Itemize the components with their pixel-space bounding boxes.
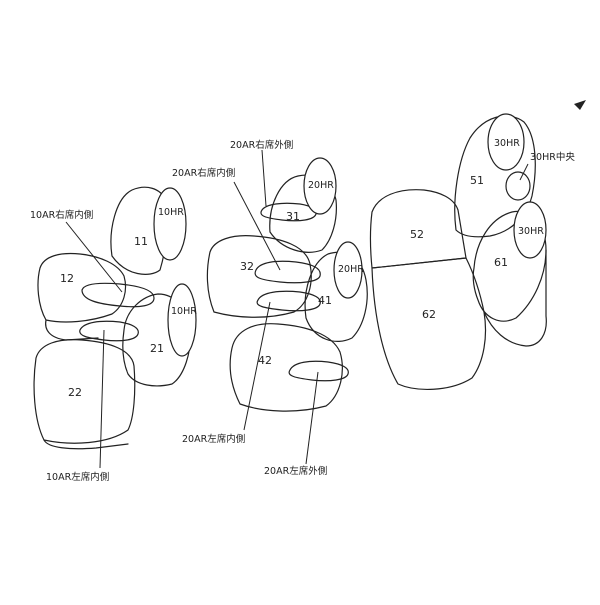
armrest-10ar-left-inner (79, 320, 139, 342)
seat-label-61: 61 (494, 256, 508, 269)
seat-group-row2 (206, 157, 368, 412)
hr-label-20hr-bottom: 20HR (338, 264, 364, 275)
seat-41-backrest (304, 251, 368, 342)
hr-label-20hr-top: 20HR (308, 180, 334, 191)
callout-10ar-right-inner: 10AR右席内側 (30, 209, 93, 221)
headrest-30hr-bottom (513, 201, 547, 259)
seat-42-cushion (229, 323, 343, 412)
leader-20ar-right-outer (261, 149, 267, 207)
leader-lines (65, 149, 529, 469)
hr-label-30hr-top: 30HR (494, 138, 520, 149)
seat-label-22: 22 (68, 386, 82, 399)
armrest-20ar-right-inner (254, 260, 321, 284)
armrest-20ar-left-inner (256, 290, 321, 312)
seat-32-cushion (206, 235, 312, 318)
leader-20ar-left-outer (305, 371, 319, 465)
callout-20ar-left-outer: 20AR左席外側 (264, 465, 327, 477)
leader-20ar-left-inner (243, 301, 271, 431)
armrest-20ar-left-outer (288, 360, 349, 382)
seat-group-row1 (33, 186, 197, 450)
seat-31-backrest (269, 174, 337, 253)
seat-label-42: 42 (258, 354, 272, 367)
seat-label-41: 41 (318, 294, 332, 307)
seat-label-21: 21 (150, 342, 164, 355)
headrest-30hr-center (505, 171, 531, 201)
seat-label-62: 62 (422, 308, 436, 321)
seat-number-labels: 11 12 21 22 31 32 41 42 51 52 61 62 (60, 174, 508, 399)
seat-label-52: 52 (410, 228, 424, 241)
armrest-10ar-right-inner (81, 282, 155, 308)
leader-10ar-left-inner (99, 329, 105, 469)
callout-10ar-left-inner: 10AR左席内側 (46, 471, 109, 483)
seat-62-cushion (371, 257, 487, 390)
hr-label-10hr-bottom: 10HR (171, 306, 197, 317)
seat-22-front (43, 439, 129, 450)
armrest-20ar-right-outer (260, 202, 317, 222)
seat-label-11: 11 (134, 235, 148, 248)
seat-52-back (369, 189, 467, 269)
seat-label-31: 31 (286, 210, 300, 223)
callout-20ar-left-inner: 20AR左席内側 (182, 433, 245, 445)
leader-30hr-center (519, 163, 529, 181)
seat-61-cushion-edge (483, 249, 547, 347)
headrest-labels: 10HR 10HR 20HR 20HR 30HR 30HR (158, 138, 544, 317)
corner-arrow-icon (574, 100, 586, 110)
seat-label-32: 32 (240, 260, 254, 273)
hr-label-10hr-top: 10HR (158, 207, 184, 218)
callout-20ar-right-outer: 20AR右席外側 (230, 139, 293, 151)
seat-21-backrest (122, 293, 191, 387)
headrest-20hr-top (303, 157, 337, 215)
leader-10ar-right-inner (65, 221, 123, 293)
seat-51-backrest (454, 115, 536, 238)
seat-61-backrest (472, 210, 547, 322)
hr-label-30hr-bottom: 30HR (518, 226, 544, 237)
headrest-30hr-top (487, 113, 525, 171)
callout-20ar-right-inner: 20AR右席内側 (172, 167, 235, 179)
seat-label-12: 12 (60, 272, 74, 285)
callout-labels: 10AR右席内側 10AR左席内側 20AR右席外側 20AR右席内側 20AR… (30, 139, 575, 483)
headrest-10hr-top (153, 187, 187, 261)
headrest-10hr-bottom (167, 283, 197, 357)
seat-12-cushion (37, 252, 127, 323)
callout-30hr-center: 30HR中央 (530, 151, 575, 163)
seat-group-row3 (369, 113, 547, 390)
headrest-20hr-bottom (333, 241, 363, 299)
leader-20ar-right-inner (233, 181, 281, 271)
seat-22-cushion (33, 339, 136, 444)
seat-label-51: 51 (470, 174, 484, 187)
